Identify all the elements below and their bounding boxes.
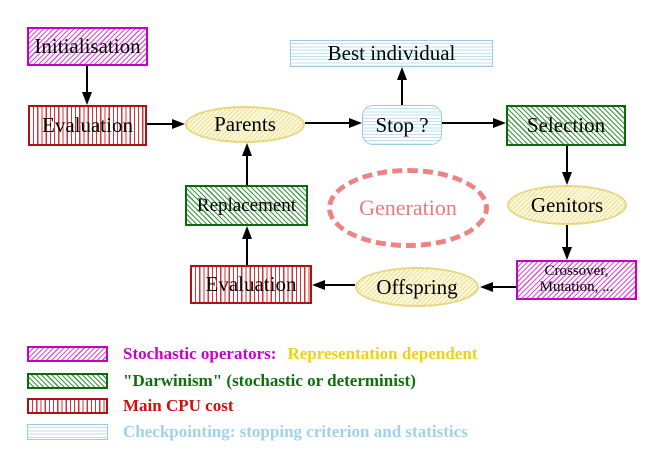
legend-swatch-cpu-cost [27,398,108,414]
legend-row-darwinism: "Darwinism" (stochastic or determinist) [27,371,416,391]
arrowhead-offspring-to-evaluation [312,280,325,290]
arrowhead-crossover-to-offspring [480,282,493,292]
legend-label-cpu-cost: Main CPU cost [123,396,234,415]
node-crossover-line2: Mutation, ... [539,279,614,295]
arrow-replacement-to-parents [246,154,248,185]
arrowhead-evaluation-to-parents [172,119,185,129]
node-crossover-line1: Crossover, [544,263,609,280]
legend-label-stochastic-operators: Stochastic operators: [123,344,277,363]
arrowhead-genitors-to-crossover [562,247,572,260]
node-parents: Parents [185,106,305,143]
node-replacement-label: Replacement [196,194,297,216]
arrow-genitors-to-crossover [566,225,568,249]
legend-label-representation-dependent: Representation dependent [287,344,478,363]
node-best-individual: Best individual [290,40,493,67]
node-selection: Selection [506,105,626,146]
arrow-stop-to-selection [442,122,495,124]
arrowhead-parents-to-stop [349,118,362,128]
node-genitors-label: Genitors [530,192,604,217]
legend-row-cpu-cost: Main CPU cost [27,396,233,416]
arrow-evaluation-to-parents [147,123,174,125]
node-stop: Stop ? [362,105,442,145]
node-evaluation-bottom: Evaluation [190,265,312,304]
legend-swatch-checkpointing [27,424,108,440]
arrow-crossover-to-offspring [491,286,516,288]
arrowhead-selection-to-genitors [562,172,572,185]
arrowhead-evaluation-to-replacement [242,226,252,239]
legend-row-stochastic: Stochastic operators: Representation dep… [27,344,477,364]
node-crossover-mutation: Crossover, Mutation, ... [516,260,637,300]
arrowhead-stop-to-best-individual [397,67,407,80]
node-generation-label: Generation [359,195,457,221]
legend-swatch-stochastic-operators [27,346,108,362]
node-selection-label: Selection [526,113,606,138]
node-offspring-label: Offspring [376,274,458,299]
node-initialisation-label: Initialisation [34,34,141,59]
arrow-evaluation-to-replacement [246,237,248,265]
arrow-offspring-to-evaluation [323,284,355,286]
node-offspring: Offspring [355,267,479,307]
legend-row-checkpointing: Checkpointing: stopping criterion and st… [27,422,468,442]
legend-swatch-darwinism [27,373,108,389]
arrow-stop-to-best-individual [401,78,403,105]
node-genitors: Genitors [507,185,627,225]
arrowhead-initialisation-to-evaluation [82,92,92,105]
legend-label-checkpointing: Checkpointing: stopping criterion and st… [123,422,468,441]
legend-label-darwinism: "Darwinism" (stochastic or determinist) [123,371,416,390]
node-generation: Generation [327,168,489,248]
node-stop-label: Stop ? [375,112,429,137]
node-best-individual-label: Best individual [327,41,456,66]
node-replacement: Replacement [185,185,308,226]
arrow-selection-to-genitors [566,146,568,174]
node-evaluation-top: Evaluation [28,105,147,146]
arrowhead-replacement-to-parents [242,143,252,156]
node-evaluation-top-label: Evaluation [42,113,133,138]
arrow-parents-to-stop [305,122,351,124]
node-evaluation-bottom-label: Evaluation [205,272,297,297]
node-parents-label: Parents [214,112,276,137]
arrow-initialisation-to-evaluation [86,66,88,94]
arrowhead-stop-to-selection [493,118,506,128]
node-initialisation: Initialisation [27,27,148,66]
